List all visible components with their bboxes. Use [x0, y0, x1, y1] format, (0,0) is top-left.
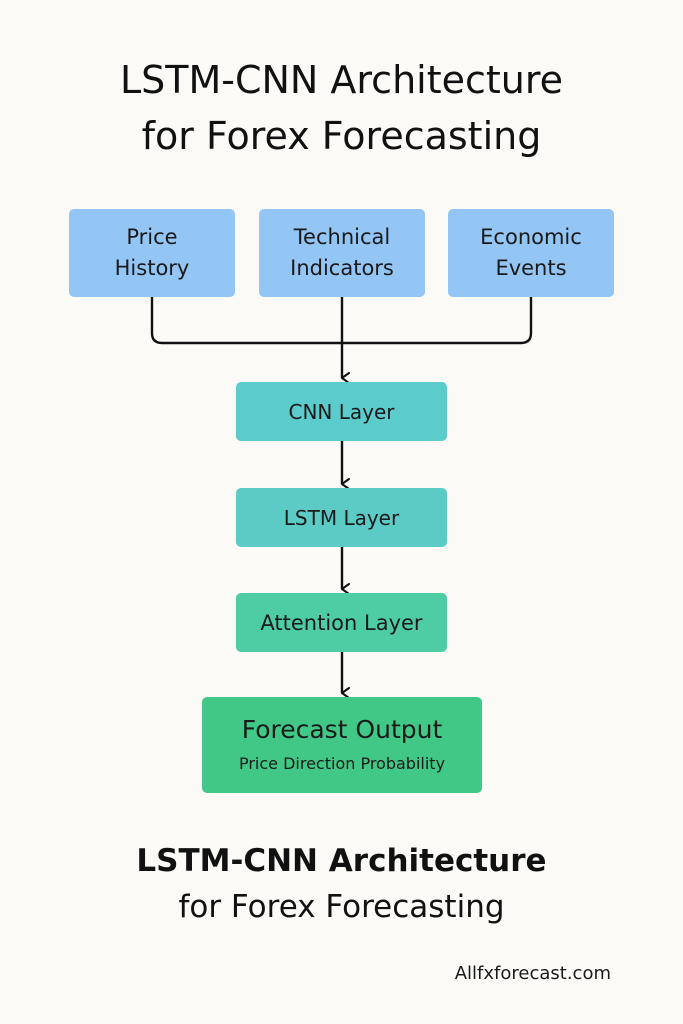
connector-price-history [150, 297, 342, 345]
input-technical-indicators: Technical Indicators [259, 209, 425, 297]
title-bottom-line1: LSTM-CNN Architecture [136, 843, 547, 879]
forecast-output-box: Forecast Output Price Direction Probabil… [202, 697, 482, 793]
diagram-title-bottom: LSTM-CNN Architecture for Forex Forecast… [0, 838, 683, 930]
attention-layer-label: Attention Layer [260, 610, 423, 635]
connector-economic-events [342, 297, 533, 345]
input-price-history: Price History [69, 209, 235, 297]
input-price-history-line1: Price [126, 225, 178, 249]
input-economic-events: Economic Events [448, 209, 614, 297]
diagram-title-top: LSTM-CNN Architecture for Forex Forecast… [0, 52, 683, 164]
title-top-line1: LSTM-CNN Architecture [119, 58, 564, 102]
cnn-layer-box: CNN Layer [236, 382, 447, 441]
lstm-layer-box: LSTM Layer [236, 488, 447, 547]
lstm-layer-label: LSTM Layer [283, 505, 400, 530]
input-economic-events-line2: Events [495, 256, 567, 280]
input-technical-indicators-line2: Indicators [290, 256, 394, 280]
input-price-history-line2: History [114, 256, 190, 280]
site-watermark: Allfxforecast.com [454, 963, 611, 984]
input-technical-indicators-line1: Technical [293, 225, 391, 249]
input-economic-events-line1: Economic [480, 225, 582, 249]
attention-layer-box: Attention Layer [236, 593, 447, 652]
forecast-output-label: Forecast Output [241, 715, 443, 744]
cnn-layer-label: CNN Layer [288, 399, 395, 424]
title-top-line2: for Forex Forecasting [141, 114, 542, 158]
title-bottom-line2: for Forex Forecasting [178, 889, 505, 925]
forecast-output-sublabel: Price Direction Probability [238, 754, 446, 773]
